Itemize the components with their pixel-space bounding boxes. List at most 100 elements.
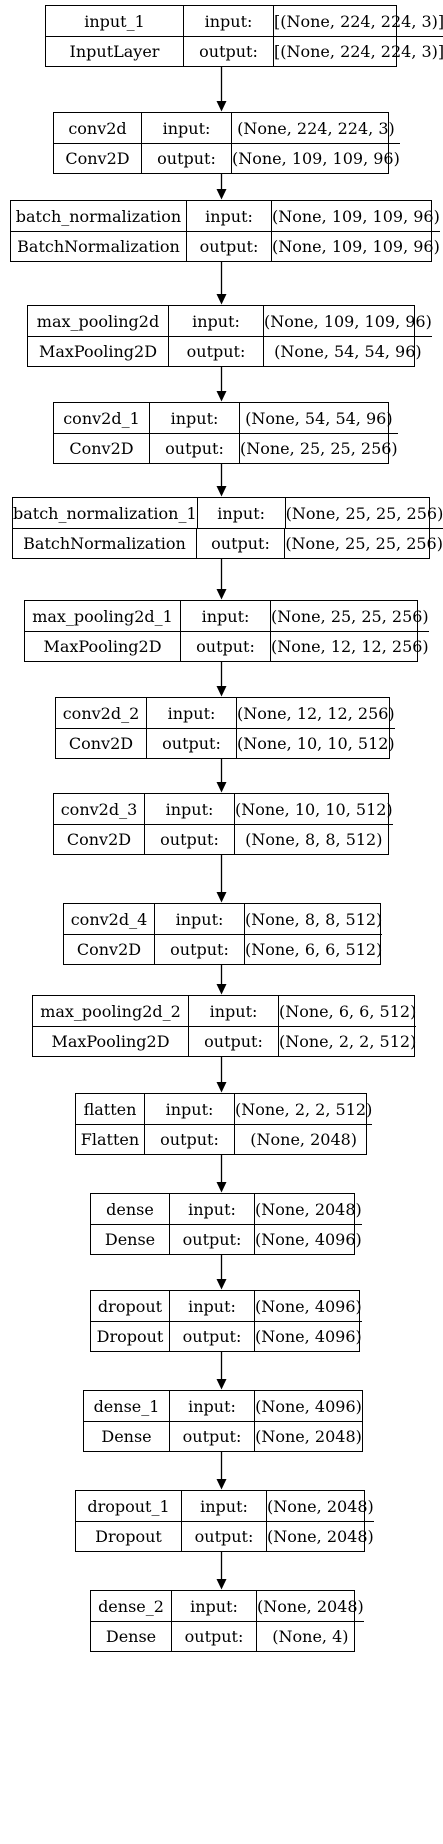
output-label: output: bbox=[188, 1027, 278, 1056]
output-label: output: bbox=[196, 529, 284, 558]
output-label: output: bbox=[169, 1422, 254, 1451]
layer-name: batch_normalization bbox=[15, 206, 182, 226]
layer-name: conv2d_4 bbox=[70, 909, 148, 929]
input-label: input: bbox=[144, 794, 234, 824]
arrow-head-icon bbox=[216, 391, 227, 402]
layer-type: Conv2D bbox=[65, 149, 130, 168]
layer-name: dense_1 bbox=[93, 1396, 160, 1416]
output-shape: [(None, 224, 224, 3)] bbox=[273, 37, 443, 66]
layer-type: Dense bbox=[105, 1627, 157, 1646]
output-label: output: bbox=[146, 729, 236, 758]
output-label: output: bbox=[168, 337, 263, 366]
output-label: output: bbox=[154, 935, 244, 964]
output-label: output: bbox=[149, 434, 239, 463]
input-shape: (None, 25, 25, 256) bbox=[284, 498, 443, 528]
input-shape: (None, 109, 109, 96) bbox=[263, 306, 432, 336]
layer-output-row: MaxPooling2D output:(None, 2, 2, 512) bbox=[33, 1026, 417, 1056]
layer-name: max_pooling2d_1 bbox=[32, 606, 173, 626]
arrow-head-icon bbox=[216, 101, 227, 112]
input-label: input: bbox=[149, 403, 239, 433]
output-shape: (None, 2, 2, 512) bbox=[278, 1027, 416, 1056]
output-shape: (None, 12, 12, 256) bbox=[270, 632, 429, 661]
arrow-head-icon bbox=[216, 486, 227, 497]
input-label: input: bbox=[141, 113, 231, 143]
output-shape: (None, 109, 109, 96) bbox=[231, 144, 400, 173]
layer-name: dense_2 bbox=[98, 1596, 164, 1616]
input-label: input: bbox=[144, 1094, 234, 1124]
layer-name: max_pooling2d bbox=[36, 311, 160, 331]
input-shape: (None, 109, 109, 96) bbox=[271, 201, 440, 231]
input-label: input: bbox=[183, 6, 273, 36]
input-label: input: bbox=[180, 601, 270, 631]
input-label: input: bbox=[168, 306, 263, 336]
layer-input-row: conv2d_2 input:(None, 12, 12, 256) bbox=[56, 698, 395, 728]
output-label: output: bbox=[144, 1125, 234, 1154]
layer-type: Dense bbox=[101, 1427, 152, 1446]
output-label: output: bbox=[171, 1622, 256, 1651]
output-shape: (None, 109, 109, 96) bbox=[271, 232, 440, 261]
layer-type: MaxPooling2D bbox=[43, 637, 162, 656]
arrow-head-icon bbox=[216, 1082, 227, 1093]
input-shape: (None, 8, 8, 512) bbox=[244, 904, 382, 934]
layer-name: conv2d_2 bbox=[62, 703, 140, 723]
layer-type: BatchNormalization bbox=[17, 237, 180, 256]
layer-output-row: Dropout output:(None, 4096) bbox=[91, 1321, 362, 1351]
input-shape: (None, 6, 6, 512) bbox=[278, 996, 416, 1026]
arrow-head-icon bbox=[216, 1479, 227, 1490]
output-shape: (None, 2048) bbox=[266, 1522, 374, 1551]
output-label: output: bbox=[169, 1225, 254, 1254]
output-shape: (None, 10, 10, 512) bbox=[236, 729, 395, 758]
output-shape: (None, 54, 54, 96) bbox=[263, 337, 432, 366]
layer-output-row: MaxPooling2D output:(None, 54, 54, 96) bbox=[28, 336, 432, 366]
output-shape: (None, 4096) bbox=[254, 1322, 362, 1351]
arrow-head-icon bbox=[216, 589, 227, 600]
layer-name: input_1 bbox=[84, 11, 145, 31]
input-label: input: bbox=[171, 1591, 256, 1621]
output-shape: (None, 4096) bbox=[254, 1225, 362, 1254]
arrow-head-icon bbox=[216, 1182, 227, 1193]
input-shape: (None, 2048) bbox=[254, 1194, 362, 1224]
layer-type: Dropout bbox=[96, 1327, 164, 1346]
input-shape: (None, 2, 2, 512) bbox=[234, 1094, 372, 1124]
output-label: output: bbox=[183, 37, 273, 66]
input-shape: (None, 12, 12, 256) bbox=[236, 698, 395, 728]
output-label: output: bbox=[169, 1322, 254, 1351]
layer-type: MaxPooling2D bbox=[38, 342, 158, 361]
arrow-head-icon bbox=[216, 1579, 227, 1590]
output-label: output: bbox=[141, 144, 231, 173]
output-label: output: bbox=[181, 1522, 266, 1551]
layer-type: BatchNormalization bbox=[23, 534, 186, 553]
input-label: input: bbox=[146, 698, 236, 728]
layer-type: Conv2D bbox=[69, 439, 134, 458]
layer-type: MaxPooling2D bbox=[51, 1032, 170, 1051]
output-shape: (None, 8, 8, 512) bbox=[234, 825, 393, 854]
